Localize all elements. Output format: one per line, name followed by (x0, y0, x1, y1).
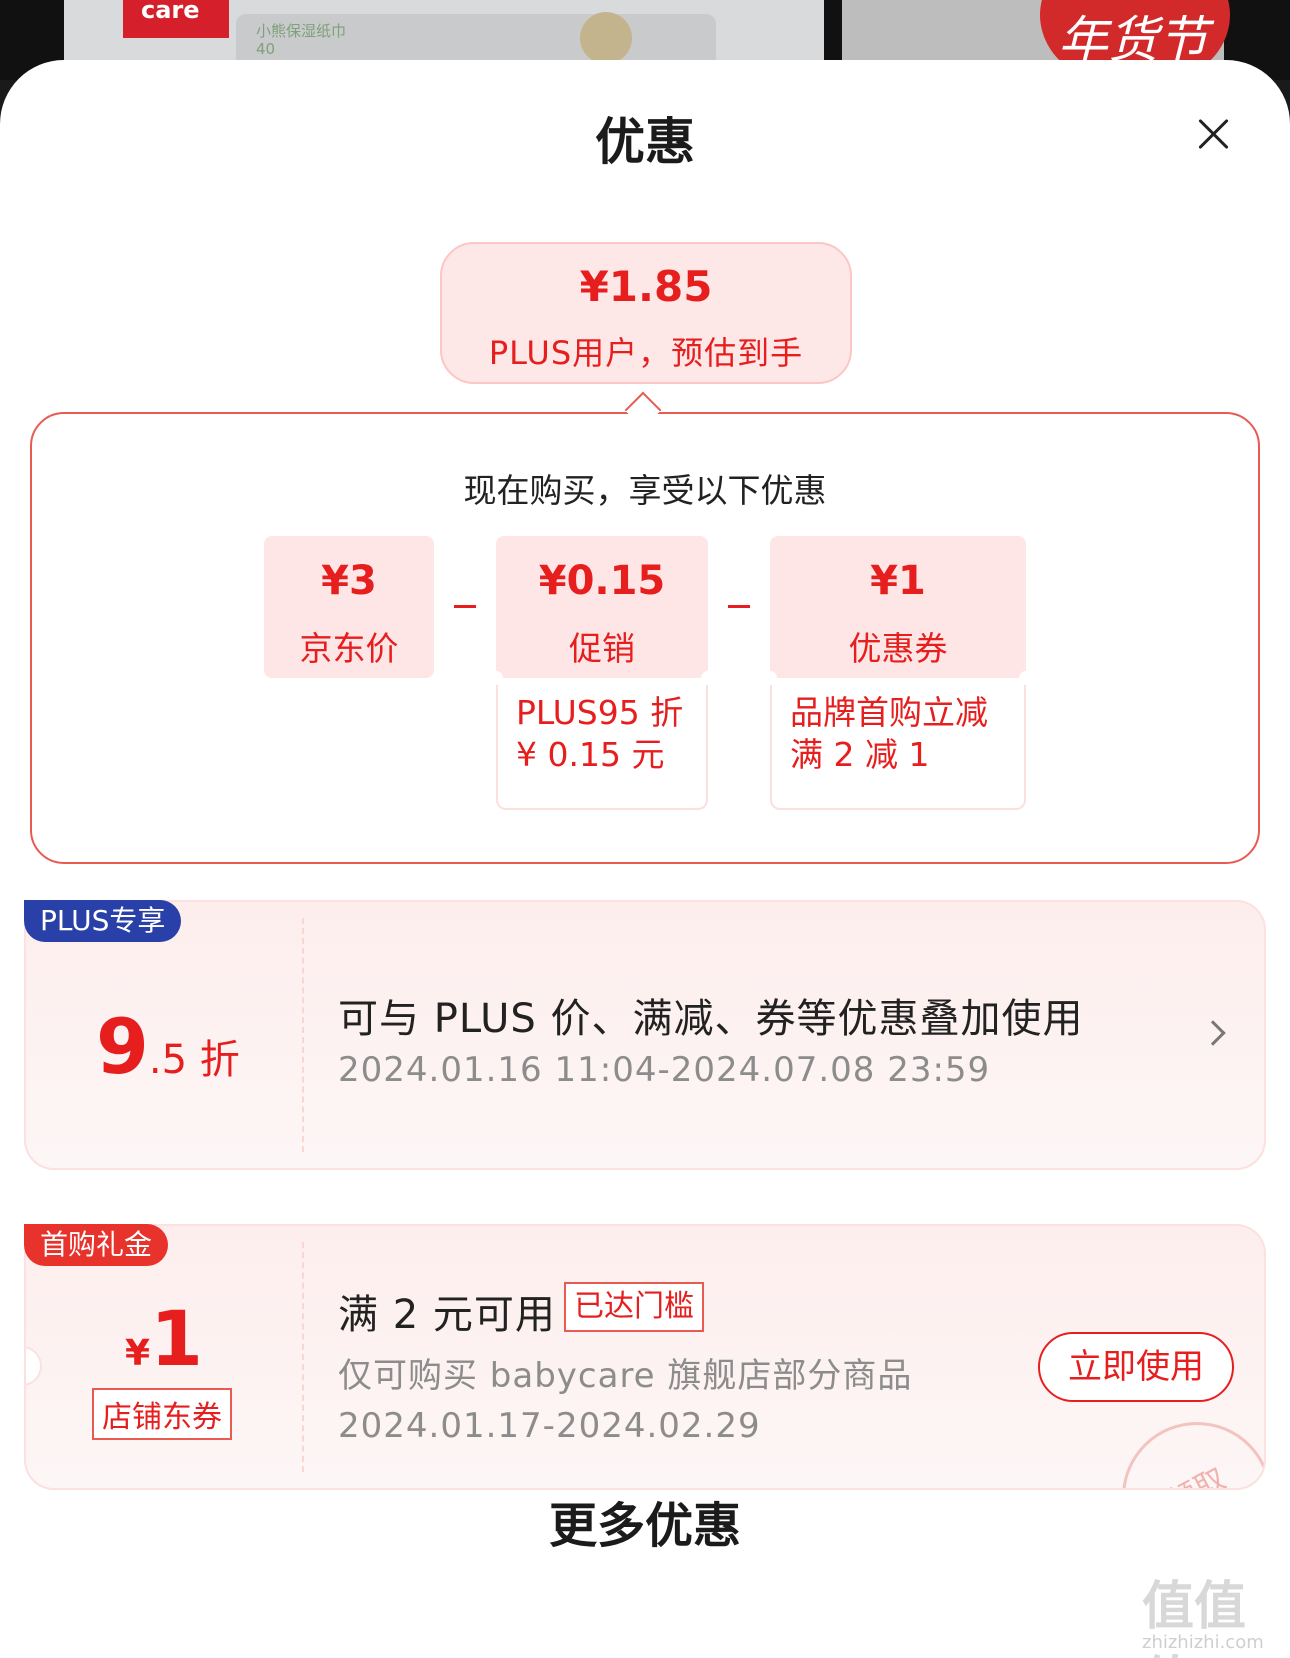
coupon-amount: ¥1 (26, 1294, 302, 1383)
breakdown-tile-promotion: ¥0.15 促销 (496, 536, 708, 678)
more-discounts-heading: 更多优惠 (548, 1498, 741, 1554)
watermark-url: zhizhizhi.com (1142, 1632, 1264, 1653)
seal-icon (580, 12, 632, 64)
promotion-detail-line: ¥ 0.15 元 (516, 735, 665, 774)
tile-notch (489, 671, 503, 685)
discount-main: 9 (96, 1002, 149, 1091)
coupon-detail: 品牌首购立减 满 2 减 1 (770, 678, 1026, 810)
plus-discount-card[interactable]: 9.5 折 可与 PLUS 价、满减、券等优惠叠加使用 2024.01.16 1… (24, 900, 1266, 1170)
store-coupon-card: ¥1 店铺东券 满 2 元可用 已达门槛 仅可购买 babycare 旗舰店部分… (24, 1224, 1266, 1490)
tile-amount: ¥1 (870, 558, 926, 604)
estimated-price-bubble: ¥1.85 PLUS用户，预估到手 (440, 242, 852, 384)
plus-card-title: 可与 PLUS 价、满减、券等优惠叠加使用 (338, 996, 1084, 1042)
coupon-detail-line: 满 2 减 1 (790, 735, 930, 774)
card-divider (302, 1242, 304, 1472)
discount-suffix: .5 折 (148, 1037, 240, 1083)
chevron-right-icon[interactable] (1200, 1020, 1226, 1046)
brand-tag: care (123, 0, 229, 38)
coupon-currency: ¥ (125, 1333, 151, 1374)
festival-badge-text: 年货节 (1058, 11, 1208, 69)
tile-amount: ¥0.15 (538, 558, 666, 604)
tile-amount: ¥3 (321, 558, 377, 604)
breakdown-tile-jd-price: ¥3 京东价 (264, 536, 434, 678)
plus-discount-value: 9.5 折 (96, 1002, 240, 1091)
use-now-button[interactable]: 立即使用 (1038, 1332, 1234, 1402)
tile-label: 优惠券 (848, 629, 948, 668)
tile-label: 促销 (569, 629, 635, 668)
sheet-title: 优惠 (595, 113, 695, 171)
tile-label: 京东价 (299, 629, 399, 668)
breakdown-subtitle: 现在购买，享受以下优惠 (463, 471, 827, 510)
watermark-logo: 值值值 (1142, 1577, 1247, 1658)
promotion-detail: PLUS95 折 ¥ 0.15 元 (496, 678, 708, 810)
minus-icon (454, 605, 476, 608)
discount-sheet: 优惠 ¥1.85 PLUS用户，预估到手 现在购买，享受以下优惠 ¥3 京东价 … (0, 60, 1290, 1658)
pack-count: 40 (256, 40, 276, 58)
coupon-type-badge: 店铺东券 (92, 1388, 232, 1440)
estimated-price: ¥1.85 (579, 262, 713, 311)
coupon-scope: 仅可购买 babycare 旗舰店部分商品 (338, 1356, 913, 1396)
first-purchase-gift-tag: 首购礼金 (24, 1224, 169, 1266)
coupon-validity: 2024.01.17-2024.02.29 (338, 1406, 761, 1446)
tile-notch (701, 671, 715, 685)
claimed-stamp: 已领取 (1122, 1422, 1264, 1488)
coupon-detail-line: 品牌首购立减 (790, 693, 988, 732)
pack-name: 小熊保湿纸巾 (256, 22, 347, 40)
tile-notch (763, 671, 777, 685)
plus-exclusive-tag: PLUS专享 (24, 900, 182, 942)
close-icon[interactable] (1196, 116, 1232, 152)
estimated-price-note: PLUS用户，预估到手 (488, 334, 804, 372)
claimed-stamp-text: 已领取 (1132, 1454, 1232, 1488)
threshold-reached-badge: 已达门槛 (564, 1282, 704, 1332)
coupon-threshold: 满 2 元可用 (338, 1292, 556, 1338)
breakdown-tile-coupon: ¥1 优惠券 (770, 536, 1026, 678)
promotion-detail-line: PLUS95 折 (516, 693, 684, 732)
plus-card-validity: 2024.01.16 11:04-2024.07.08 23:59 (338, 1050, 991, 1090)
tile-notch (1019, 671, 1033, 685)
minus-icon (728, 605, 750, 608)
coupon-amount-value: 1 (150, 1294, 203, 1383)
card-divider (302, 918, 304, 1152)
